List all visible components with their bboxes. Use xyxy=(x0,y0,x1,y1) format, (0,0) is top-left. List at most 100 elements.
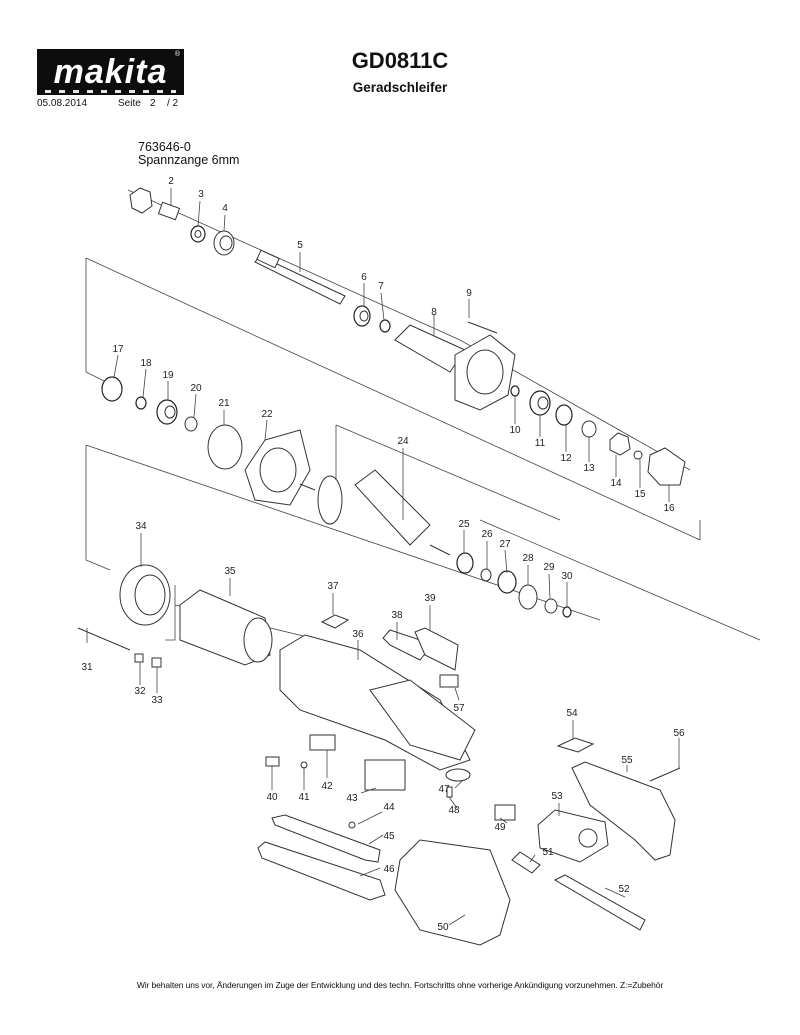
part-spring-13 xyxy=(581,420,597,438)
part-ring-17 xyxy=(101,376,123,402)
part-label: 4 xyxy=(222,203,228,214)
part-label: 42 xyxy=(321,781,333,792)
part-screw-56 xyxy=(649,767,681,782)
part-label: 49 xyxy=(494,822,506,833)
part-field-35 xyxy=(179,589,273,666)
part-label: 26 xyxy=(481,529,493,540)
part-screw-44 xyxy=(348,821,356,829)
part-label: 55 xyxy=(621,755,633,766)
part-label: 43 xyxy=(346,793,358,804)
part-washer-3 xyxy=(190,225,206,243)
part-collet-2 xyxy=(157,201,181,221)
part-handle-cover-46 xyxy=(257,841,386,901)
part-ring-4 xyxy=(213,230,235,256)
part-holder-53 xyxy=(537,809,609,863)
part-label: 36 xyxy=(352,629,364,640)
part-controller-43 xyxy=(364,759,406,791)
part-screw-31 xyxy=(77,627,131,651)
part-carbon-brush-40 xyxy=(265,756,280,767)
part-ring-29 xyxy=(544,598,558,614)
part-sleeve-51 xyxy=(511,851,541,874)
part-label: 22 xyxy=(261,409,273,420)
logo-stripes xyxy=(45,90,176,93)
part-plate-47 xyxy=(445,768,471,782)
part-screw-15 xyxy=(633,450,643,460)
part-label: 57 xyxy=(453,703,465,714)
part-baffle-34 xyxy=(119,564,171,626)
part-label: 44 xyxy=(383,802,395,813)
part-label-54 xyxy=(556,737,595,753)
part-label: 56 xyxy=(673,728,685,739)
part-clip-33 xyxy=(151,657,162,668)
part-rear-cover-50 xyxy=(394,839,511,946)
part-brush-holder-57 xyxy=(439,674,459,688)
part-label: 8 xyxy=(431,307,437,318)
page-number: 2 xyxy=(150,98,156,109)
registered-mark: ® xyxy=(174,51,180,58)
part-armature-24 xyxy=(299,469,451,556)
part-washer-20 xyxy=(184,416,198,432)
part-label: 45 xyxy=(383,831,395,842)
part-motor-housing-36 xyxy=(279,634,476,771)
part-spindle-5 xyxy=(254,249,346,305)
part-washer-30 xyxy=(562,606,572,618)
part-label: 25 xyxy=(458,519,470,530)
part-label: 40 xyxy=(266,792,278,803)
part-ring-12 xyxy=(555,404,573,426)
part-ring-18 xyxy=(135,396,147,410)
part-label: 39 xyxy=(424,593,436,604)
part-oring-21 xyxy=(207,424,243,470)
part-label: 51 xyxy=(542,847,554,858)
part-label-39 xyxy=(414,627,459,671)
part-capacitor-49 xyxy=(494,804,516,821)
part-label: 2 xyxy=(168,176,174,187)
part-label: 31 xyxy=(81,662,93,673)
part-bearing-11 xyxy=(529,390,551,416)
part-switch-42 xyxy=(309,734,336,751)
part-label: 6 xyxy=(361,272,367,283)
part-bearing-box-22 xyxy=(244,429,311,506)
part-cap-16 xyxy=(647,447,686,486)
part-label: 27 xyxy=(499,539,511,550)
part-label: 35 xyxy=(224,566,236,577)
part-label: 18 xyxy=(140,358,152,369)
part-nut-1 xyxy=(129,187,153,214)
assembly-guide-lines xyxy=(85,189,761,641)
part-label: 48 xyxy=(448,805,460,816)
document-date: 05.08.2014 xyxy=(37,98,88,109)
part-label: 17 xyxy=(112,344,124,355)
part-label: 37 xyxy=(327,581,339,592)
page-label: Seite xyxy=(118,98,141,109)
part-label: 5 xyxy=(297,240,303,251)
part-ring-7 xyxy=(379,319,391,333)
part-label: 34 xyxy=(135,521,147,532)
part-nut-14 xyxy=(609,432,631,456)
part-gear-housing-8 xyxy=(394,324,516,411)
part-label: 54 xyxy=(566,708,578,719)
part-clip-32 xyxy=(134,653,144,663)
part-label: 28 xyxy=(522,553,534,564)
part-label: 10 xyxy=(509,425,521,436)
part-label: 53 xyxy=(551,791,563,802)
part-cord-guard-52 xyxy=(553,874,646,931)
kit-part-name: Spannzange 6mm xyxy=(138,153,240,167)
part-label: 46 xyxy=(383,864,395,875)
part-label: 50 xyxy=(437,922,449,933)
part-label: 21 xyxy=(218,398,230,409)
part-label: 24 xyxy=(397,436,409,447)
part-label: 7 xyxy=(378,281,384,292)
page-total: / 2 xyxy=(167,98,179,109)
part-label: 11 xyxy=(535,438,546,449)
part-label: 47 xyxy=(438,784,450,795)
part-label: 41 xyxy=(298,792,310,803)
part-label: 30 xyxy=(561,571,573,582)
part-washer-26 xyxy=(480,568,492,582)
part-bearing-27 xyxy=(497,570,517,594)
part-ring-10 xyxy=(510,385,520,397)
part-handle-cover-55 xyxy=(571,761,676,861)
part-ring-28 xyxy=(518,584,538,610)
part-labels: 2 3 4 5 6 7 8 9 10 11 12 13 14 15 16 17 … xyxy=(81,176,685,933)
part-label: 14 xyxy=(610,478,622,489)
part-label: 20 xyxy=(190,383,202,394)
